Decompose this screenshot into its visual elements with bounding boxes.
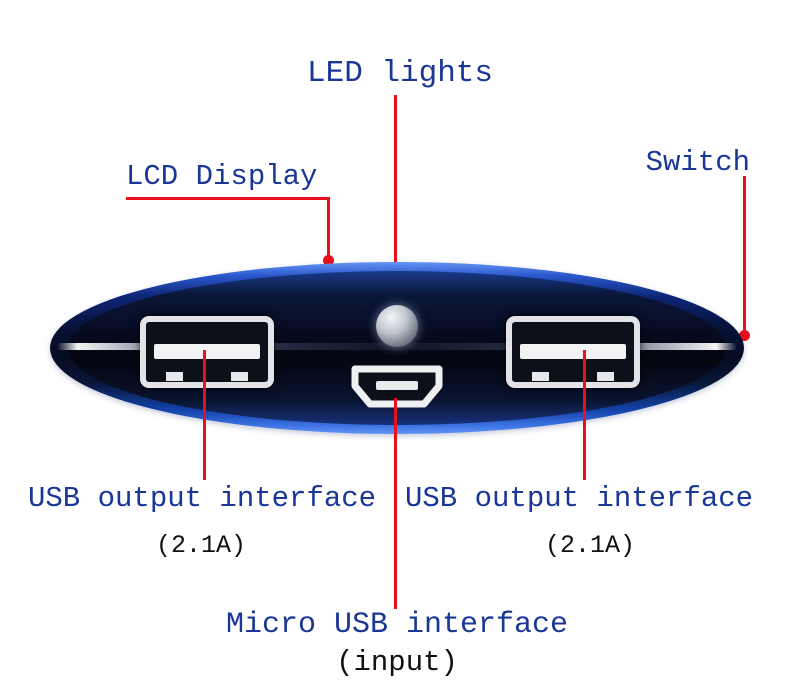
- label-usb-output-left-amps: (2.1A): [155, 531, 247, 560]
- usb-pin: [532, 372, 549, 381]
- usb-port-left: [140, 316, 274, 388]
- label-led-lights: LED lights: [306, 56, 494, 91]
- micro-usb-port: [349, 364, 445, 410]
- power-bank-body: [50, 262, 744, 434]
- label-switch: Switch: [645, 146, 750, 179]
- label-usb-output-right-amps: (2.1A): [544, 531, 636, 560]
- usb-port-right: [506, 316, 640, 388]
- usb-tongue: [154, 344, 260, 359]
- label-micro-usb-input: (input): [336, 646, 458, 679]
- annotation-line-usb-right: [583, 350, 586, 480]
- micro-usb-icon: [351, 365, 443, 408]
- label-usb-output-right: USB output interface: [405, 482, 754, 515]
- annotation-line-lcd-vertical: [327, 197, 330, 260]
- annotation-line-usb-left: [203, 350, 206, 480]
- usb-pin: [597, 372, 614, 381]
- label-micro-usb-interface: Micro USB interface: [225, 608, 569, 642]
- label-lcd-display: LCD Display: [126, 160, 318, 193]
- usb-pin: [231, 372, 248, 381]
- led-light: [376, 305, 418, 347]
- usb-pin: [166, 372, 183, 381]
- label-usb-output-left: USB output interface: [28, 482, 377, 515]
- usb-tongue: [520, 344, 626, 359]
- annotation-dot-switch: [739, 330, 750, 341]
- annotation-line-switch: [743, 176, 746, 333]
- annotation-line-micro-usb: [394, 398, 397, 609]
- annotation-line-led: [394, 95, 397, 307]
- annotation-dot-lcd: [323, 255, 334, 266]
- annotation-line-lcd-horizontal: [126, 197, 330, 200]
